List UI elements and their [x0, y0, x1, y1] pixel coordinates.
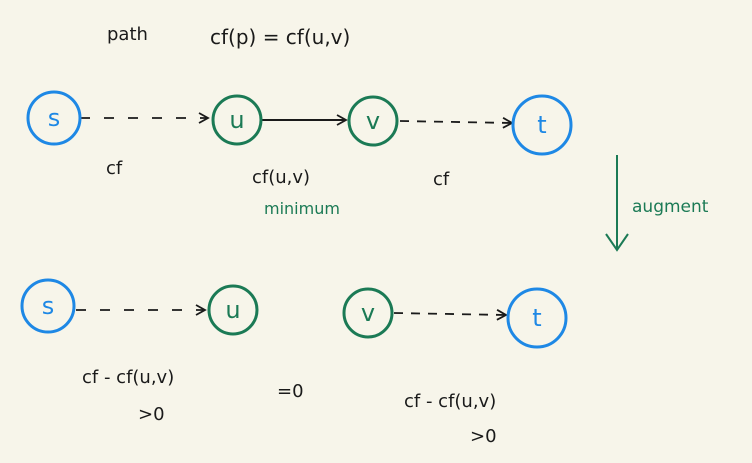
- top-node-u: u: [211, 94, 263, 146]
- top-node-t: t: [511, 94, 573, 156]
- bottom-node-v-label: v: [361, 299, 375, 327]
- top-node-v-label: v: [366, 107, 380, 135]
- path-capacity-formula: cf(p) = cf(u,v): [210, 25, 350, 49]
- top-node-s: s: [26, 90, 82, 146]
- bottom-node-v: v: [342, 287, 394, 339]
- augment-label: augment: [632, 197, 709, 217]
- bottom-node-t-label: t: [532, 304, 541, 332]
- augment-arrow-head: [605, 233, 629, 252]
- bottom-path: s u v t cf - cf(u,v) >0 =0 cf - cf(u,v) …: [20, 278, 568, 447]
- bottom-node-t: t: [506, 287, 568, 349]
- bottom-edge-v-t-positive-note: >0: [470, 426, 497, 447]
- path-label: path: [107, 24, 148, 45]
- bottom-edge-u-v-removed-note: =0: [277, 381, 304, 402]
- top-edge-v-t: [399, 117, 514, 129]
- top-path: s u v t cf cf(u,v) minimum cf: [26, 90, 573, 218]
- top-node-s-label: s: [48, 104, 61, 132]
- top-edge-v-t-capacity: cf: [433, 169, 450, 190]
- bottom-node-u: u: [207, 284, 259, 336]
- top-edge-u-v-capacity: cf(u,v): [252, 167, 310, 188]
- bottom-node-u-label: u: [225, 296, 240, 324]
- bottom-node-s: s: [20, 278, 76, 334]
- augment-step: augment: [605, 155, 709, 252]
- top-node-u-label: u: [229, 106, 244, 134]
- top-node-t-label: t: [537, 111, 546, 139]
- top-node-v: v: [347, 95, 399, 147]
- bottom-edge-v-t: [393, 309, 508, 321]
- bottom-edge-s-u-positive-note: >0: [138, 404, 165, 425]
- top-edge-s-u-capacity: cf: [106, 158, 123, 179]
- bottom-node-s-label: s: [42, 292, 55, 320]
- bottom-edge-v-t-residual: cf - cf(u,v): [404, 391, 496, 412]
- top-edge-u-v-minimum-note: minimum: [264, 199, 340, 218]
- bottom-edge-s-u-residual: cf - cf(u,v): [82, 367, 174, 388]
